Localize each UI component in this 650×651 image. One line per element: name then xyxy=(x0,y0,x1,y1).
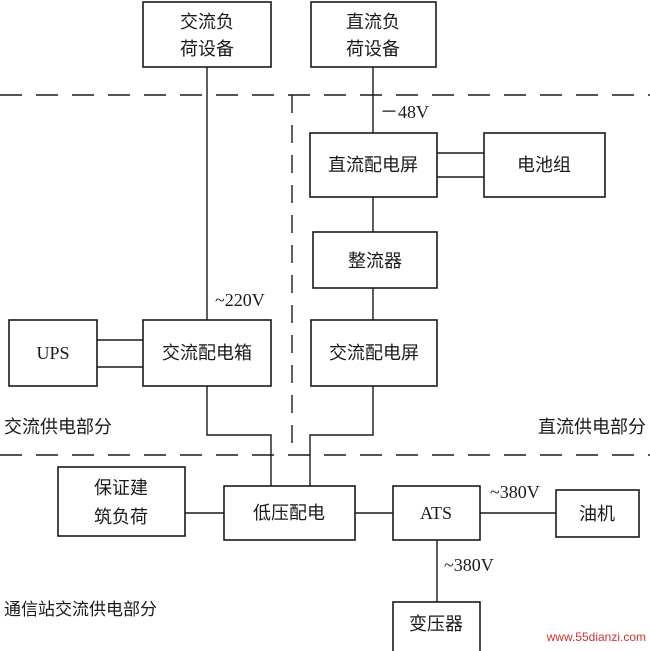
ups-box xyxy=(8,319,98,387)
dc-load-text-2: 荷设备 xyxy=(346,39,400,60)
ac-box-text: 交流配电箱 xyxy=(162,343,252,364)
region-label-ac-supply: 交流供电部分 xyxy=(4,417,112,438)
ac-load-box xyxy=(142,1,272,68)
ats-text: ATS xyxy=(420,503,452,523)
battery-box xyxy=(483,132,606,198)
lv-dist-box xyxy=(223,485,356,541)
lv-dist-text: 低压配电 xyxy=(253,503,325,524)
generator-box xyxy=(555,489,640,538)
guaranteed-load-text-1: 保证建 xyxy=(94,478,148,499)
voltage-label-dc: －48V xyxy=(380,102,429,122)
ups-text: UPS xyxy=(36,343,69,363)
dc-load-box xyxy=(310,1,437,68)
voltage-label-ats-generator: ~380V xyxy=(490,482,540,502)
guaranteed-load-box xyxy=(57,466,186,537)
ats-box xyxy=(392,485,481,541)
watermark-text: www.55dianzi.com xyxy=(546,630,646,644)
region-label-dc-supply: 直流供电部分 xyxy=(538,417,646,438)
region-label-station-ac: 通信站交流供电部分 xyxy=(4,600,157,620)
dc-panel-box xyxy=(309,132,438,198)
dc-panel-text: 直流配电屏 xyxy=(328,155,418,176)
generator-text: 油机 xyxy=(579,504,615,525)
guaranteed-load-text-2: 筑负荷 xyxy=(94,507,148,528)
rectifier-text: 整流器 xyxy=(348,251,402,272)
dc-load-text-1: 直流负 xyxy=(346,12,400,33)
rectifier-box xyxy=(312,231,438,289)
wire-ac-box-lv-dist xyxy=(206,386,272,486)
ac-load-text-2: 荷设备 xyxy=(180,39,234,60)
ac-load-text-1: 交流负 xyxy=(180,12,234,33)
wire-ac-panel-lv-dist xyxy=(309,386,374,486)
ac-panel-box xyxy=(310,319,438,387)
ac-box-box xyxy=(142,319,272,387)
voltage-label-ac220: ~220V xyxy=(215,290,265,310)
transformer-box xyxy=(392,601,481,651)
voltage-label-transformer: ~380V xyxy=(444,555,494,575)
transformer-text: 变压器 xyxy=(409,614,463,635)
ac-panel-text: 交流配电屏 xyxy=(329,343,419,364)
battery-text: 电池组 xyxy=(517,155,571,176)
